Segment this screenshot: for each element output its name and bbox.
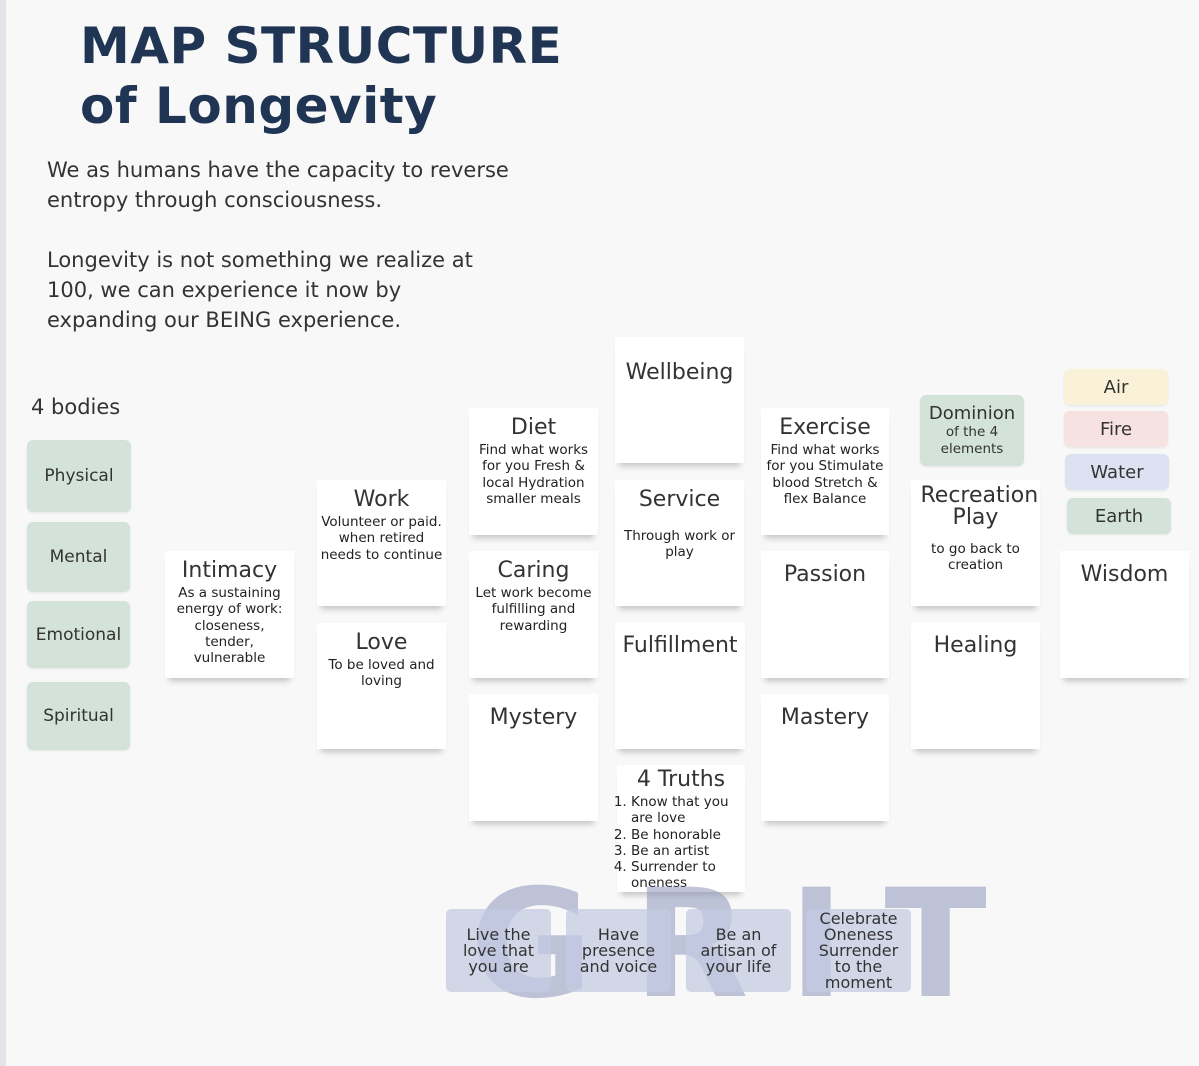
card-work-title: Work	[353, 487, 410, 512]
element-earth: Earth	[1067, 498, 1171, 534]
card-love-title: Love	[355, 630, 408, 655]
card-fulfillment: Fulfillment	[615, 622, 745, 749]
card-healing-title: Healing	[933, 633, 1018, 658]
grit-note-2: Have presence and voice	[566, 909, 671, 992]
body-mental: Mental	[27, 522, 130, 592]
body-spiritual: Spiritual	[27, 682, 130, 750]
card-mystery: Mystery	[469, 694, 598, 821]
grit-note-2-text: Have presence and voice	[579, 924, 658, 976]
card-dominion-title: Dominion	[928, 402, 1016, 424]
element-air: Air	[1064, 369, 1168, 405]
title-line-2: of Longevity	[80, 77, 438, 135]
card-wellbeing: Wellbeing	[615, 337, 744, 463]
card-passion: Passion	[761, 551, 889, 678]
intro-paragraph-1: We as humans have the capacity to revers…	[47, 158, 509, 212]
card-caring-title: Caring	[497, 558, 570, 583]
title-line-1: MAP STRUCTURE	[80, 17, 563, 75]
card-passion-title: Passion	[783, 562, 867, 587]
intro-paragraph-2: Longevity is not something we realize at…	[47, 248, 473, 332]
card-service: Service Through work or play	[615, 480, 744, 606]
grit-note-4: Celebrate Oneness Surrender to the momen…	[806, 909, 911, 992]
card-recreation-sub: to go back to creation	[931, 541, 1020, 574]
card-recreation-title: Recreation Play	[920, 483, 1039, 530]
card-dominion-sub: of the 4 elements	[940, 423, 1004, 457]
grit-note-1: Live the love that you are	[446, 909, 551, 992]
card-work-sub: Volunteer or paid. when retired needs to…	[320, 514, 443, 563]
element-fire: Fire	[1064, 411, 1168, 447]
card-wisdom-title: Wisdom	[1080, 562, 1169, 587]
card-wellbeing-title: Wellbeing	[625, 360, 734, 385]
card-intimacy-title: Intimacy	[181, 558, 278, 583]
grit-note-4-text: Celebrate Oneness Surrender to the momen…	[818, 908, 899, 992]
intro-text: We as humans have the capacity to revers…	[47, 155, 517, 365]
left-edge-strip	[0, 0, 6, 1066]
card-service-sub: Through work or play	[623, 528, 736, 561]
card-4-truths: 4 Truths Know that you are love Be honor…	[617, 765, 745, 892]
card-fulfillment-title: Fulfillment	[622, 633, 738, 658]
card-diet-title: Diet	[510, 415, 557, 440]
card-recreation: Recreation Play to go back to creation	[911, 480, 1040, 606]
card-diet: Diet Find what works for you Fresh & loc…	[469, 408, 598, 535]
element-water: Water	[1065, 454, 1169, 490]
bodies-heading: 4 bodies	[31, 395, 121, 419]
card-exercise-sub: Find what works for you Stimulate blood …	[766, 442, 884, 507]
card-wisdom: Wisdom	[1060, 551, 1189, 678]
body-physical: Physical	[27, 440, 131, 512]
card-4-truths-title: 4 Truths	[636, 767, 726, 792]
body-emotional: Emotional	[27, 601, 130, 668]
card-caring: Caring Let work become fulfilling and re…	[469, 551, 598, 678]
card-exercise-title: Exercise	[779, 415, 871, 440]
card-healing: Healing	[911, 622, 1040, 749]
card-intimacy-sub: As a sustaining energy of work: closenes…	[176, 585, 283, 667]
card-dominion: Dominion of the 4 elements	[920, 395, 1024, 466]
card-service-title: Service	[638, 487, 721, 512]
truth-item: Be honorable	[631, 827, 745, 843]
card-mastery: Mastery	[761, 694, 889, 821]
truth-item: Know that you are love	[631, 794, 745, 827]
card-caring-sub: Let work become fulfilling and rewarding	[475, 585, 592, 634]
card-intimacy: Intimacy As a sustaining energy of work:…	[165, 551, 294, 678]
grit-note-3-text: Be an artisan of your life	[700, 924, 777, 976]
card-love-sub: To be loved and loving	[328, 657, 435, 690]
card-work: Work Volunteer or paid. when retired nee…	[317, 480, 446, 606]
grit-note-1-text: Live the love that you are	[462, 924, 535, 976]
card-diet-sub: Find what works for you Fresh & local Hy…	[478, 442, 589, 507]
truth-item: Be an artist	[631, 843, 745, 859]
truth-item: Surrender to oneness	[631, 859, 745, 892]
card-exercise: Exercise Find what works for you Stimula…	[761, 408, 889, 535]
grit-note-3: Be an artisan of your life	[686, 909, 791, 992]
page-title: MAP STRUCTURE of Longevity	[80, 16, 562, 136]
card-love: Love To be loved and loving	[317, 623, 446, 749]
card-mastery-title: Mastery	[780, 705, 870, 730]
truths-list: Know that you are love Be honorable Be a…	[617, 794, 745, 892]
card-mystery-title: Mystery	[489, 705, 578, 730]
